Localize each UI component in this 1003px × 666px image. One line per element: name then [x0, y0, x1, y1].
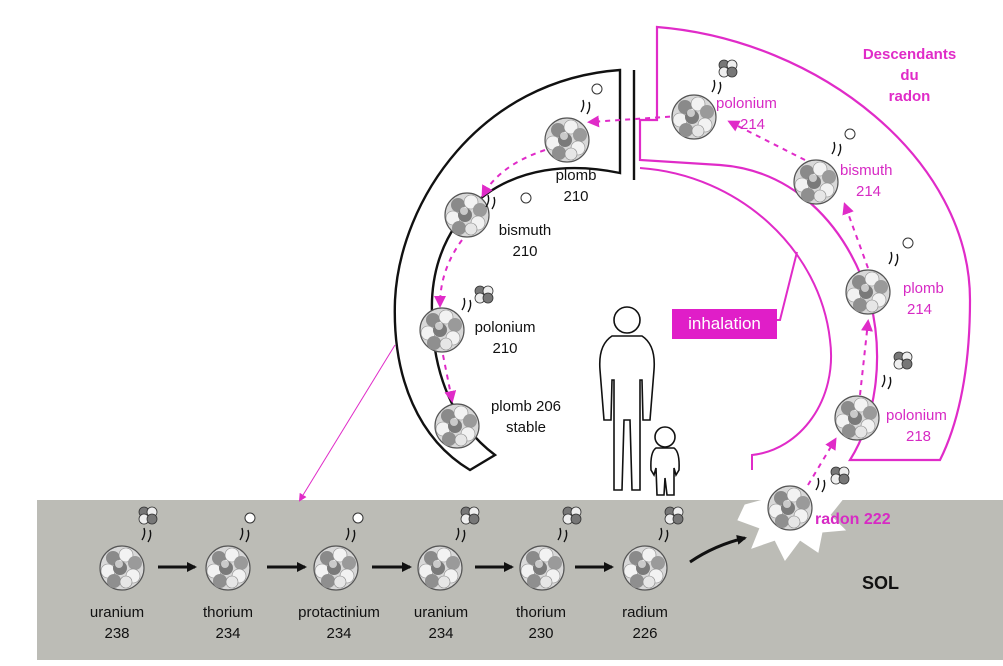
inner-shell-arc — [639, 167, 833, 470]
label-number: 214 — [740, 116, 766, 133]
label-name: thorium — [515, 604, 567, 621]
label-number: 230 — [528, 625, 554, 642]
label-number: 210 — [492, 340, 518, 357]
label-plomb-206-stable: plomb 206 stable — [491, 396, 561, 438]
label-uranium-234: uranium 234 — [414, 602, 468, 644]
label-name: plomb — [555, 167, 597, 184]
label-number: 234 — [215, 625, 241, 642]
nucleus-plomb-210 — [544, 83, 603, 163]
label-name: polonium — [886, 407, 947, 424]
label-number: 234 — [326, 625, 352, 642]
adult-figure-icon — [598, 306, 656, 491]
label-name: protactinium — [298, 604, 380, 621]
radon-descendants-shell — [638, 25, 972, 462]
label-polonium-210: polonium 210 — [475, 317, 536, 359]
label-number: 210 — [563, 188, 589, 205]
label-name: plomb — [903, 280, 944, 297]
label-name: plomb 206 — [490, 398, 562, 415]
label-number: 238 — [104, 625, 130, 642]
title-line-2: du — [900, 67, 919, 84]
label-number: stable — [505, 419, 547, 436]
label-name: polonium — [716, 95, 777, 112]
label-radium-226: radium 226 — [622, 602, 668, 644]
label-name: thorium — [202, 604, 254, 621]
label-bismuth-210: bismuth 210 — [499, 220, 552, 262]
label-polonium-218: polonium 218 — [886, 405, 947, 447]
label-number: 214 — [907, 301, 933, 318]
radon-descendants-title: Descendants du radon — [852, 44, 967, 107]
label-bismuth-214: bismuth 214 — [840, 160, 893, 202]
label-name: radium — [622, 604, 668, 621]
label-plomb-214: plomb 214 — [903, 278, 944, 320]
inhalation-label: inhalation — [672, 309, 777, 339]
label-number: 234 — [428, 625, 454, 642]
label-name: uranium — [89, 604, 145, 621]
label-uranium-238: uranium 238 — [90, 602, 144, 644]
label-name: uranium — [413, 604, 469, 621]
label-number: 210 — [512, 243, 538, 260]
nucleus-plomb-206 — [434, 403, 480, 449]
label-number: 214 — [856, 183, 882, 200]
label-thorium-230: thorium 230 — [516, 602, 566, 644]
ground-label: SOL — [862, 573, 900, 593]
label-polonium-214: polonium 214 — [716, 93, 777, 135]
label-protactinium-234: protactinium 234 — [298, 602, 380, 644]
label-radon-222: radon 222 — [815, 511, 891, 528]
label-plomb-210: plomb 210 — [556, 165, 597, 207]
label-number: 226 — [632, 625, 658, 642]
deposit-line — [298, 344, 396, 502]
label-number: 218 — [906, 428, 932, 445]
label-name: polonium — [474, 319, 536, 336]
label-name: bismuth — [498, 222, 552, 239]
title-line-3: radon — [888, 88, 931, 105]
label-name: bismuth — [840, 162, 893, 179]
title-line-1: Descendants — [862, 46, 957, 63]
child-figure-icon — [650, 426, 680, 496]
label-thorium-234: thorium 234 — [203, 602, 253, 644]
